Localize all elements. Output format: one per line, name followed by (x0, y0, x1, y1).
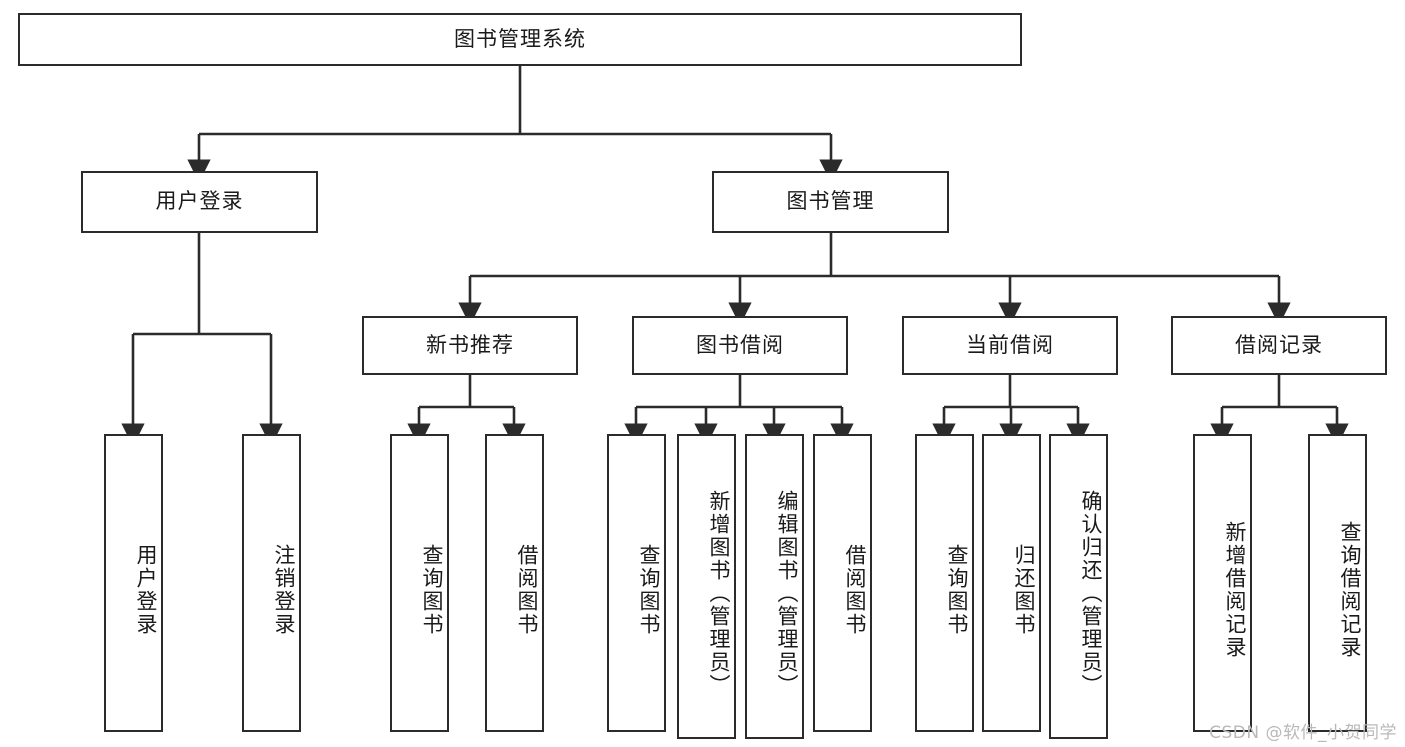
node-current-borrow[interactable]: 当前借阅 (902, 316, 1118, 375)
node-label: 查询图书 (420, 544, 444, 636)
leaf-borrow-borrow-book[interactable]: 借阅图书 (813, 434, 872, 732)
leaf-current-confirm-return-admin[interactable]: 确认归还（管理员） (1049, 434, 1108, 739)
node-label: 查询图书 (637, 544, 661, 636)
node-label: 用户登录 (155, 189, 244, 214)
node-label: 图书管理系统 (454, 26, 586, 51)
node-label: 当前借阅 (966, 332, 1054, 357)
leaf-current-query-book[interactable]: 查询图书 (915, 434, 974, 732)
leaf-recommend-borrow-book[interactable]: 借阅图书 (485, 434, 544, 732)
leaf-borrow-add-book-admin[interactable]: 新增图书（管理员） (677, 434, 736, 739)
leaf-current-return-book[interactable]: 归还图书 (982, 434, 1041, 732)
node-label: 图书管理 (786, 189, 875, 214)
node-user-login[interactable]: 用户登录 (81, 171, 318, 233)
node-label: 归还图书 (1012, 544, 1036, 636)
node-new-book-recommend[interactable]: 新书推荐 (362, 316, 578, 375)
node-label: 查询借阅记录 (1338, 521, 1362, 659)
node-label: 注销登录 (272, 544, 296, 636)
leaf-user-login[interactable]: 用户登录 (104, 434, 163, 732)
leaf-borrow-edit-book-admin[interactable]: 编辑图书（管理员） (745, 434, 804, 739)
node-label: 新增借阅记录 (1223, 521, 1247, 659)
node-borrow-record[interactable]: 借阅记录 (1171, 316, 1387, 375)
watermark-text: CSDN @软件_小贺同学 (1209, 723, 1397, 743)
node-label: 编辑图书（管理员） (775, 490, 799, 697)
node-label: 借阅图书 (515, 544, 539, 636)
node-label: 用户登录 (134, 544, 158, 636)
leaf-borrow-query-book[interactable]: 查询图书 (607, 434, 666, 732)
node-label: 借阅记录 (1235, 332, 1323, 357)
node-label: 新书推荐 (426, 332, 514, 357)
node-label: 借阅图书 (843, 544, 867, 636)
node-label: 查询图书 (945, 544, 969, 636)
node-label: 图书借阅 (696, 332, 784, 357)
node-book-management[interactable]: 图书管理 (712, 171, 949, 233)
node-book-borrow[interactable]: 图书借阅 (632, 316, 848, 375)
leaf-record-query-borrow-record[interactable]: 查询借阅记录 (1308, 434, 1367, 732)
node-root-system[interactable]: 图书管理系统 (18, 13, 1022, 66)
node-label: 新增图书（管理员） (707, 490, 731, 697)
node-label: 确认归还（管理员） (1079, 490, 1103, 697)
leaf-user-logout[interactable]: 注销登录 (242, 434, 301, 732)
leaf-record-add-borrow-record[interactable]: 新增借阅记录 (1193, 434, 1252, 732)
leaf-recommend-query-book[interactable]: 查询图书 (390, 434, 449, 732)
